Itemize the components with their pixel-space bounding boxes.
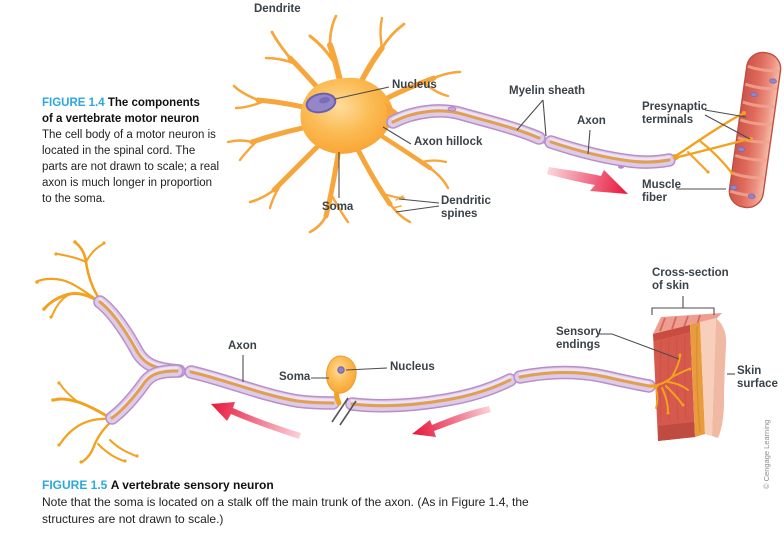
label-sensory-endings: Sensory endings bbox=[556, 326, 602, 351]
sensory-neuron-soma bbox=[326, 355, 357, 406]
label-soma-sensory: Soma bbox=[279, 371, 311, 383]
figure-1-5-title: A vertebrate sensory neuron bbox=[110, 478, 274, 492]
figure-1-5-description: Note that the soma is located on a stalk… bbox=[42, 495, 529, 526]
label-myelin-sheath: Myelin sheath bbox=[509, 85, 586, 97]
direction-arrow-sensory-mid bbox=[412, 406, 491, 437]
figure-1-4-caption: FIGURE 1.4 The components of a vertebrat… bbox=[42, 95, 220, 207]
sensory-neuron-nucleus bbox=[337, 366, 345, 374]
axon-break-marks bbox=[331, 397, 357, 426]
label-skin-surface: Skin surface bbox=[737, 365, 778, 390]
figure-1-4-title-line1: The components bbox=[107, 97, 200, 109]
label-axon-motor: Axon bbox=[577, 115, 606, 127]
label-axon-sensory: Axon bbox=[228, 340, 257, 352]
figure-1-4-title-line2: of a vertebrate motor neuron bbox=[42, 113, 200, 125]
leader-lines-figure15 bbox=[242, 296, 735, 382]
figure-1-4-description: The cell body of a motor neuron is locat… bbox=[42, 129, 220, 205]
sensory-terminal-arbor-upper bbox=[35, 240, 106, 319]
figure-1-5-number: FIGURE 1.5 bbox=[42, 478, 108, 492]
sensory-terminal-arbor-lower bbox=[51, 381, 139, 464]
label-dendritic-spines: Dendritic spines bbox=[441, 195, 491, 220]
label-dendrite: Dendrite bbox=[254, 3, 301, 15]
direction-arrow-motor bbox=[547, 167, 628, 194]
label-nucleus-sensory: Nucleus bbox=[390, 361, 435, 373]
sensory-neuron-axon bbox=[100, 299, 661, 418]
label-axon-hillock: Axon hillock bbox=[414, 136, 483, 148]
presynaptic-terminal-branches bbox=[672, 111, 753, 175]
copyright-credit: © Cengage Learning bbox=[762, 419, 771, 489]
figure-1-4-number: FIGURE 1.4 bbox=[42, 97, 105, 109]
leader-lines-figure14 bbox=[334, 86, 751, 213]
label-muscle-fiber: Muscle fiber bbox=[642, 179, 681, 204]
motor-neuron-nucleus bbox=[305, 92, 337, 114]
motor-neuron-soma bbox=[300, 77, 402, 154]
sensory-endings-branches bbox=[647, 353, 692, 415]
label-presynaptic-terminals: Presynaptic terminals bbox=[642, 101, 708, 126]
figure-1-5-caption: FIGURE 1.5 A vertebrate sensory neuron N… bbox=[42, 477, 558, 528]
label-cross-section-of-skin: Cross-section of skin bbox=[652, 267, 729, 292]
direction-arrow-sensory-left bbox=[211, 402, 301, 439]
label-nucleus-motor: Nucleus bbox=[392, 79, 437, 91]
skin-cross-section-block bbox=[653, 313, 727, 441]
muscle-fiber-shape bbox=[728, 51, 782, 209]
label-soma-motor: Soma bbox=[322, 201, 354, 213]
